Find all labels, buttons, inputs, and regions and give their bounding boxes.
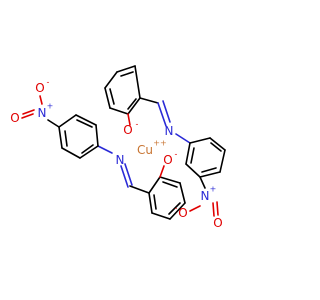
nitro-left-n-label: N [38,106,47,120]
nitro-left-o-minus-charge: - [47,78,50,87]
bottom-c-o-bond [159,165,165,178]
bottom-imine-double-bond-2 [124,163,133,186]
right-nitro-o-minus-bond [189,205,201,212]
left-nitro-o-minus-bond [39,95,43,105]
right-nitro-double-bond [212,202,215,217]
right-benzene-ring [175,133,226,178]
phenoxide-o-bottom-charge: - [175,150,178,159]
imine-n-right-label: N [165,124,174,138]
bottom-benzene-ring [148,176,186,220]
nitro-left-o-minus-label: O [35,81,44,95]
left-nitro-double-bond [21,113,34,119]
cu-label: Cu [137,143,153,157]
bottom-ch-bond [129,185,150,194]
nitro-right-o-minus-charge: - [175,204,178,213]
left-benzene-ring [58,114,113,159]
phenoxide-o-top-label: O [123,123,132,137]
top-ch-bond [139,97,159,104]
cu-charge: ++ [153,139,166,148]
left-nitro-double-bond-2 [22,109,35,115]
nitro-right-o-minus-label: O [178,206,187,220]
top-benzene-ring [104,65,141,115]
left-c-nitro-bond [47,119,60,128]
nitro-left-n-charge: + [47,102,54,111]
phenoxide-o-bottom-label: O [163,153,172,167]
nitro-right-n-charge: + [210,185,217,194]
top-imine-double-bond-2 [162,100,171,123]
right-c-nitro-bond [199,176,206,189]
nitro-right-o-double-label: O [213,216,222,230]
imine-n-left-label: N [116,153,125,167]
phenoxide-o-top-charge: - [136,120,139,129]
right-nitro-double-bond-2 [216,201,219,216]
nitro-right-n-label: N [201,189,210,203]
bottom-imine-double-bond [120,165,129,188]
molecule-diagram: Cu ++ O - N N O - N + O - O N + O - O [10,65,226,230]
nitro-left-o-double-label: O [10,111,19,125]
top-imine-double-bond [157,102,167,127]
top-c-o-bond [127,113,131,126]
